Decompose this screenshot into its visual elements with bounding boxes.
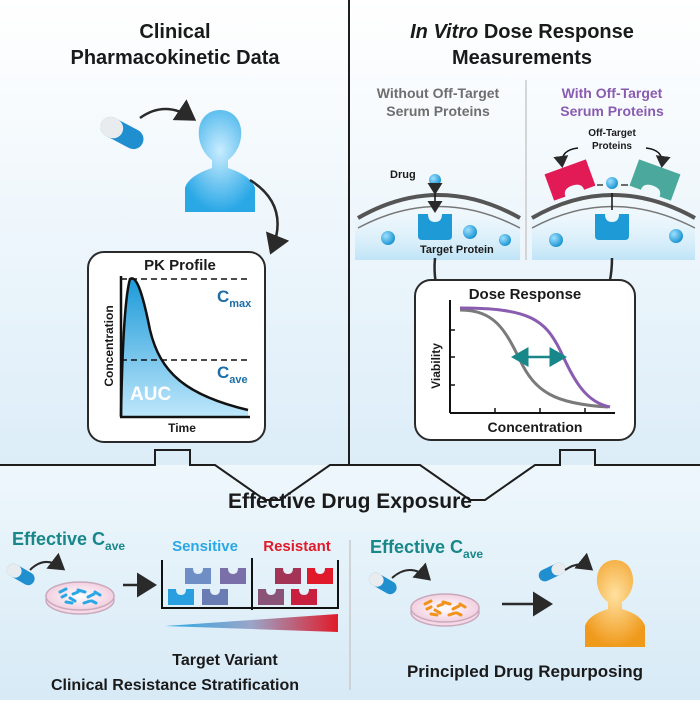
pk-xlabel: Time [168, 421, 196, 435]
right-title-line2: Measurements [452, 47, 592, 69]
auc-label: AUC [130, 384, 171, 405]
left-title-line2: Pharmacokinetic Data [71, 47, 281, 69]
dr-xlabel: Concentration [488, 419, 583, 435]
offtarget-label-line1: Off-Target [588, 128, 636, 139]
with-label-line1: With Off-Target [562, 85, 663, 101]
left-effective-cave: Effective Cave [12, 529, 125, 553]
petri-dish-orange-icon [410, 593, 480, 627]
pk-curve [119, 277, 249, 417]
sensitive-variants [168, 568, 246, 605]
right-caption: Principled Drug Repurposing [407, 662, 643, 681]
without-label-line1: Without Off-Target [377, 85, 500, 101]
cave-label: Cave [217, 363, 248, 386]
left-caption-line1: Target Variant [172, 652, 278, 669]
drug-molecule [429, 174, 441, 186]
with-label-line2: Serum Proteins [560, 103, 664, 119]
pill-icon-right [368, 572, 397, 595]
right-effective-cave: Effective Cave [370, 537, 483, 561]
target-protein-icon [418, 214, 452, 240]
drug-molecule-2 [606, 177, 618, 189]
pill-icon-left [6, 563, 35, 586]
dose-response-title: Dose Response [469, 286, 582, 303]
resistant-label: Resistant [263, 538, 331, 555]
target-protein-label: Target Protein [420, 244, 494, 256]
left-title-line1: Clinical [139, 21, 210, 43]
offtarget-label-line2: Proteins [592, 141, 632, 152]
pill-icon-right-2 [538, 562, 566, 582]
stratification-bracket [161, 560, 339, 609]
patient-person-icon [585, 560, 645, 647]
pill-to-dish-arrow-right [391, 562, 431, 581]
left-caption-line2: Clinical Resistance Stratification [51, 677, 299, 694]
resistant-variants [258, 568, 333, 605]
cmax-label: Cmax [217, 287, 252, 310]
person-icon [185, 110, 255, 212]
offtarget-protein-teal-icon [629, 159, 681, 201]
bottom-funnel-border [0, 449, 700, 501]
dose-response-box [414, 279, 636, 441]
petri-dish-blue-icon [45, 581, 115, 615]
target-protein-icon-2 [595, 214, 629, 240]
pill-to-person-arrow [139, 99, 197, 121]
auc-area [121, 278, 248, 416]
drug-label: Drug [390, 169, 416, 181]
pill-to-patient-arrow [564, 552, 594, 571]
pill-to-dish-arrow-left [29, 552, 66, 571]
dr-ylabel: Viability [429, 343, 443, 389]
without-label-line2: Serum Proteins [386, 103, 490, 119]
pk-ylabel: Concentration [102, 305, 116, 386]
pill-icon [100, 116, 144, 150]
stratification-gradient-wedge [165, 614, 338, 632]
pk-profile-title: PK Profile [144, 257, 216, 274]
bottom-title: Effective Drug Exposure [228, 490, 472, 513]
right-title-line1: In Vitro Dose Response [410, 21, 634, 43]
offtarget-arrow-left [553, 147, 579, 168]
offtarget-arrow-right [645, 147, 671, 168]
sensitive-label: Sensitive [172, 538, 238, 555]
offtarget-protein-red-icon [544, 159, 596, 201]
person-to-pk-arrow [249, 178, 290, 255]
